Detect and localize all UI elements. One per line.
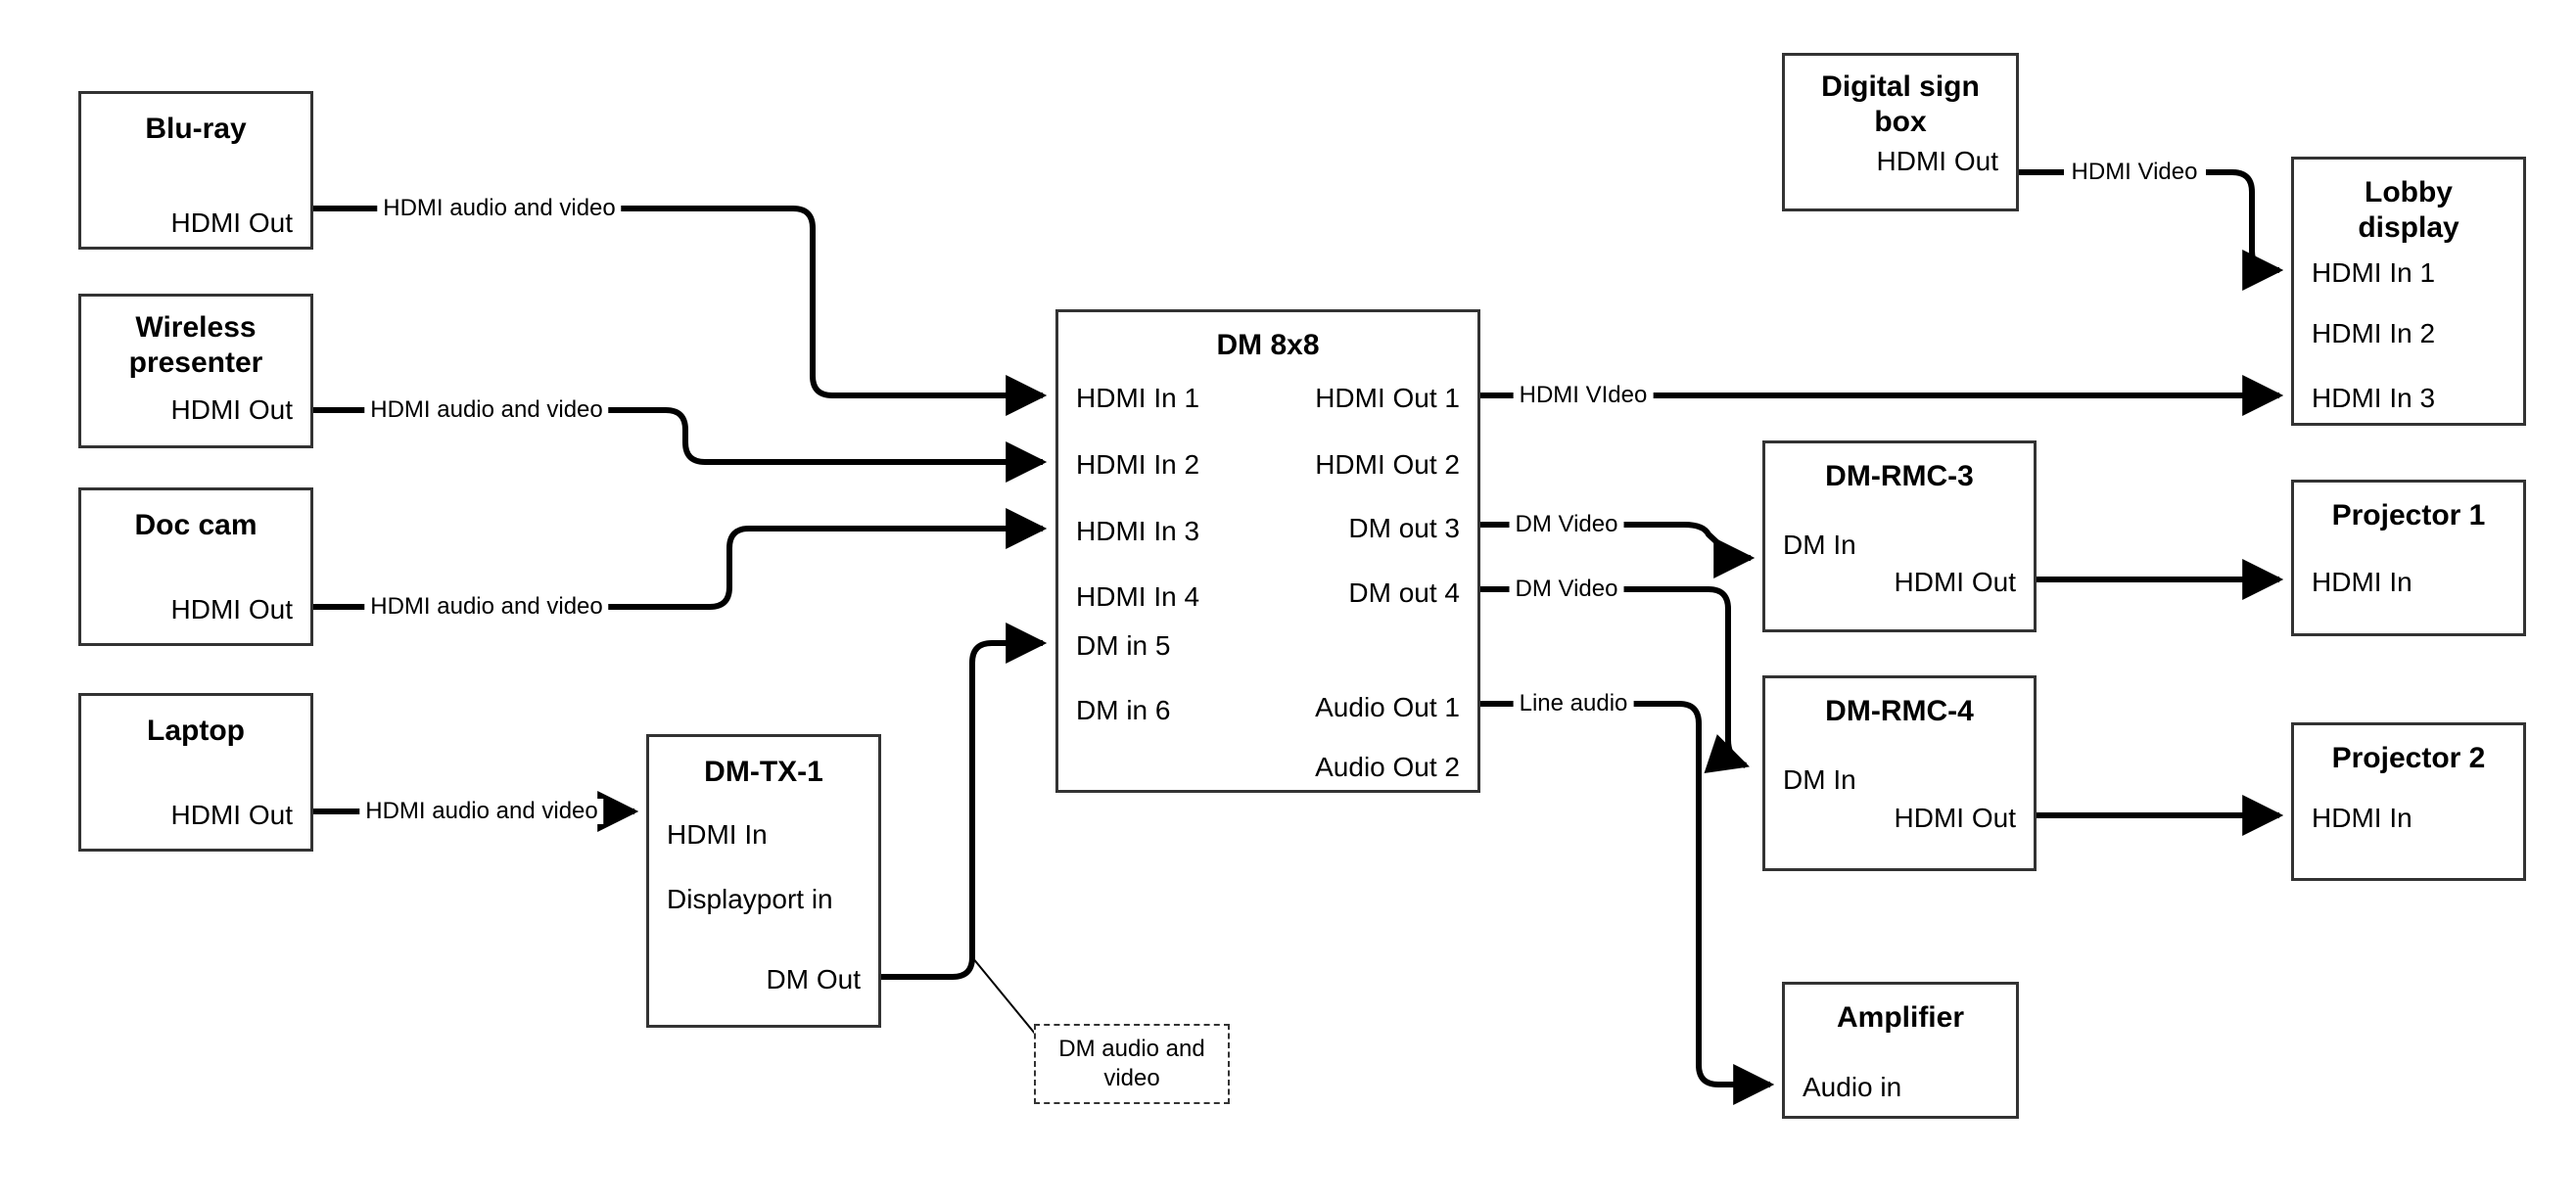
wire-dm-dmout3-to-rmc3-b [1614,522,1756,578]
wire-label-dm-out-4: DM Video [1509,577,1624,602]
node-title: DM-TX-1 [704,756,823,788]
node-title: DM 8x8 [1216,329,1320,361]
wire-label-bluray: HDMI audio and video [377,196,622,221]
wire-wireless-to-dm-hdmi-in-2b [599,407,1048,483]
wire-dm-audioout1-to-amp-b [1628,701,1775,1105]
node-dm-8x8[interactable]: DM 8x8 HDMI In 1 HDMI In 2 HDMI In 3 HDM… [1055,309,1480,793]
port-hdmi-out-2: HDMI Out 2 [1315,449,1460,480]
node-wireless-presenter[interactable]: Wireless presenter HDMI Out [78,294,313,448]
wire-label-doc-cam: HDMI audio and video [364,594,609,620]
node-title: Lobby display [2358,176,2459,244]
port-displayport-in: Displayport in [667,884,833,914]
node-amplifier[interactable]: Amplifier Audio in [1782,982,2019,1119]
wire-sign-to-lobby-b [2206,169,2284,291]
node-title: Blu-ray [145,113,247,145]
port-hdmi-out: HDMI Out [170,594,293,624]
port-hdmi-out: HDMI Out [170,208,293,238]
port-dm-in: DM In [1783,530,1856,560]
wire-label-hdmi-out-1: HDMI VIdeo [1513,383,1654,408]
wire-dm-dmout4-to-rmc4-b [1614,586,1750,773]
node-title: Laptop [147,715,245,747]
wire-dmtx-to-dm-in-5 [881,623,1048,980]
node-doc-cam[interactable]: Doc cam HDMI Out [78,487,313,646]
node-dm-rmc-3[interactable]: DM-RMC-3 DM In HDMI Out [1762,440,2037,632]
node-title: Digital sign box [1821,70,1980,138]
node-bluray[interactable]: Blu-ray HDMI Out [78,91,313,250]
wire-label-wireless-presenter: HDMI audio and video [364,397,609,423]
callout-dm-audio-and-video: DM audio and video [1034,1024,1230,1104]
node-laptop[interactable]: Laptop HDMI Out [78,693,313,852]
port-dm-out-4: DM out 4 [1348,577,1460,608]
port-hdmi-out: HDMI Out [1894,803,2016,833]
port-hdmi-in-3: HDMI In 3 [1076,516,1200,546]
port-hdmi-in-3: HDMI In 3 [2312,383,2436,413]
node-title: Wireless presenter [128,311,263,379]
node-title: Amplifier [1836,1001,1965,1034]
node-projector-2[interactable]: Projector 2 HDMI In [2291,722,2526,881]
node-digital-sign-box[interactable]: Digital sign box HDMI Out [1782,53,2019,211]
wire-bluray-to-dm-hdmi-in-1b [612,206,1048,416]
wire-label-dm-out-3: DM Video [1509,512,1624,537]
port-hdmi-out-1: HDMI Out 1 [1315,383,1460,413]
node-dm-tx-1[interactable]: DM-TX-1 HDMI In Displayport in DM Out [646,734,881,1028]
port-dm-in-5: DM in 5 [1076,630,1171,661]
node-title: DM-RMC-3 [1825,460,1974,492]
wire-label-digital-sign: HDMI Video [2065,160,2204,185]
port-audio-in: Audio in [1803,1072,1902,1102]
node-dm-rmc-4[interactable]: DM-RMC-4 DM In HDMI Out [1762,675,2037,871]
port-hdmi-in: HDMI In [2312,567,2412,597]
port-hdmi-in-1: HDMI In 1 [1076,383,1200,413]
port-hdmi-in: HDMI In [667,819,768,850]
node-title: Projector 1 [2331,499,2486,531]
node-title: DM-RMC-4 [1825,695,1974,727]
port-dm-out-3: DM out 3 [1348,513,1460,543]
wire-label-audio-out-1: Line audio [1513,691,1634,716]
callout-leader-line [971,956,1041,1040]
port-audio-out-2: Audio Out 2 [1315,752,1460,782]
port-hdmi-out: HDMI Out [170,800,293,830]
port-hdmi-in-4: HDMI In 4 [1076,581,1200,612]
node-lobby-display[interactable]: Lobby display HDMI In 1 HDMI In 2 HDMI I… [2291,157,2526,426]
wire-label-laptop: HDMI audio and video [359,799,604,824]
port-hdmi-in-2: HDMI In 2 [1076,449,1200,480]
port-dm-in: DM In [1783,764,1856,795]
port-hdmi-out: HDMI Out [1876,146,1998,176]
port-hdmi-in-2: HDMI In 2 [2312,318,2436,348]
node-title: Projector 2 [2331,742,2486,774]
port-dm-in-6: DM in 6 [1076,695,1171,725]
port-hdmi-out: HDMI Out [1894,567,2016,597]
node-projector-1[interactable]: Projector 1 HDMI In [2291,480,2526,636]
port-hdmi-in: HDMI In [2312,803,2412,833]
port-hdmi-in-1: HDMI In 1 [2312,257,2436,288]
port-audio-out-1: Audio Out 1 [1315,692,1460,722]
port-dm-out: DM Out [766,964,861,994]
port-hdmi-out: HDMI Out [170,394,293,425]
wire-doccam-to-dm-hdmi-in-3b [599,508,1048,610]
node-title: Doc cam [134,509,258,541]
